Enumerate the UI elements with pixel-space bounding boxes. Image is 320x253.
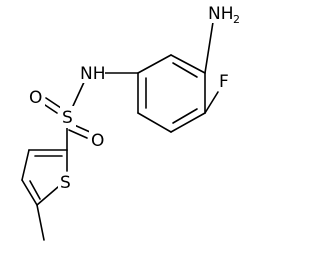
atom-layer: NH 2 F NH S O O S (27, 1, 240, 193)
amine-label: NH (208, 4, 234, 24)
bond-ring-c1-c2 (137, 54, 172, 74)
bond-ring-inner-3 (172, 108, 198, 124)
amine-subscript: 2 (233, 13, 240, 26)
fluorine-label: F (219, 72, 229, 92)
fluorine-group: F (216, 71, 232, 92)
bond-th-c3-c4 (21, 149, 30, 181)
sulfonyl-oxygen-lower-label: O (91, 131, 104, 151)
structure-diagram: NH 2 F NH S O O S (21, 1, 240, 241)
bond-so-upper-a (45, 97, 62, 109)
sulfonyl-oxygen-upper-label: O (29, 88, 42, 108)
bond-ring-c5-c6 (137, 112, 172, 133)
bond-layer (21, 21, 219, 241)
thiophene-sulfur-label: S (60, 173, 71, 193)
thiophene-sulfur-group: S (58, 172, 74, 193)
bond-ring-inner-2 (172, 62, 198, 78)
bond-ring-c2-c3 (170, 54, 206, 74)
bond-methyl (36, 204, 45, 241)
bond-so-lower-b (68, 129, 88, 139)
bond-th-inner-2 (29, 180, 41, 200)
amine-group: NH 2 (205, 1, 240, 26)
bond-th-c5-s (36, 186, 59, 206)
sulfonyl-oxygen-lower-group: O (89, 130, 107, 151)
sulfonyl-oxygen-upper-group: O (27, 87, 45, 108)
sulfonamide-nh-group: NH (78, 63, 106, 84)
sulfonyl-sulfur-group: S (60, 106, 76, 128)
bond-th-c4-c5 (21, 179, 38, 206)
sulfonyl-sulfur-label: S (62, 108, 73, 128)
bond-c4-fluorine (204, 91, 219, 114)
bond-c3-amine (204, 21, 214, 74)
bond-ring-c4-c5 (170, 112, 206, 133)
sulfonamide-nh-label: NH (80, 64, 106, 84)
bond-nh-sulfur (72, 79, 86, 107)
